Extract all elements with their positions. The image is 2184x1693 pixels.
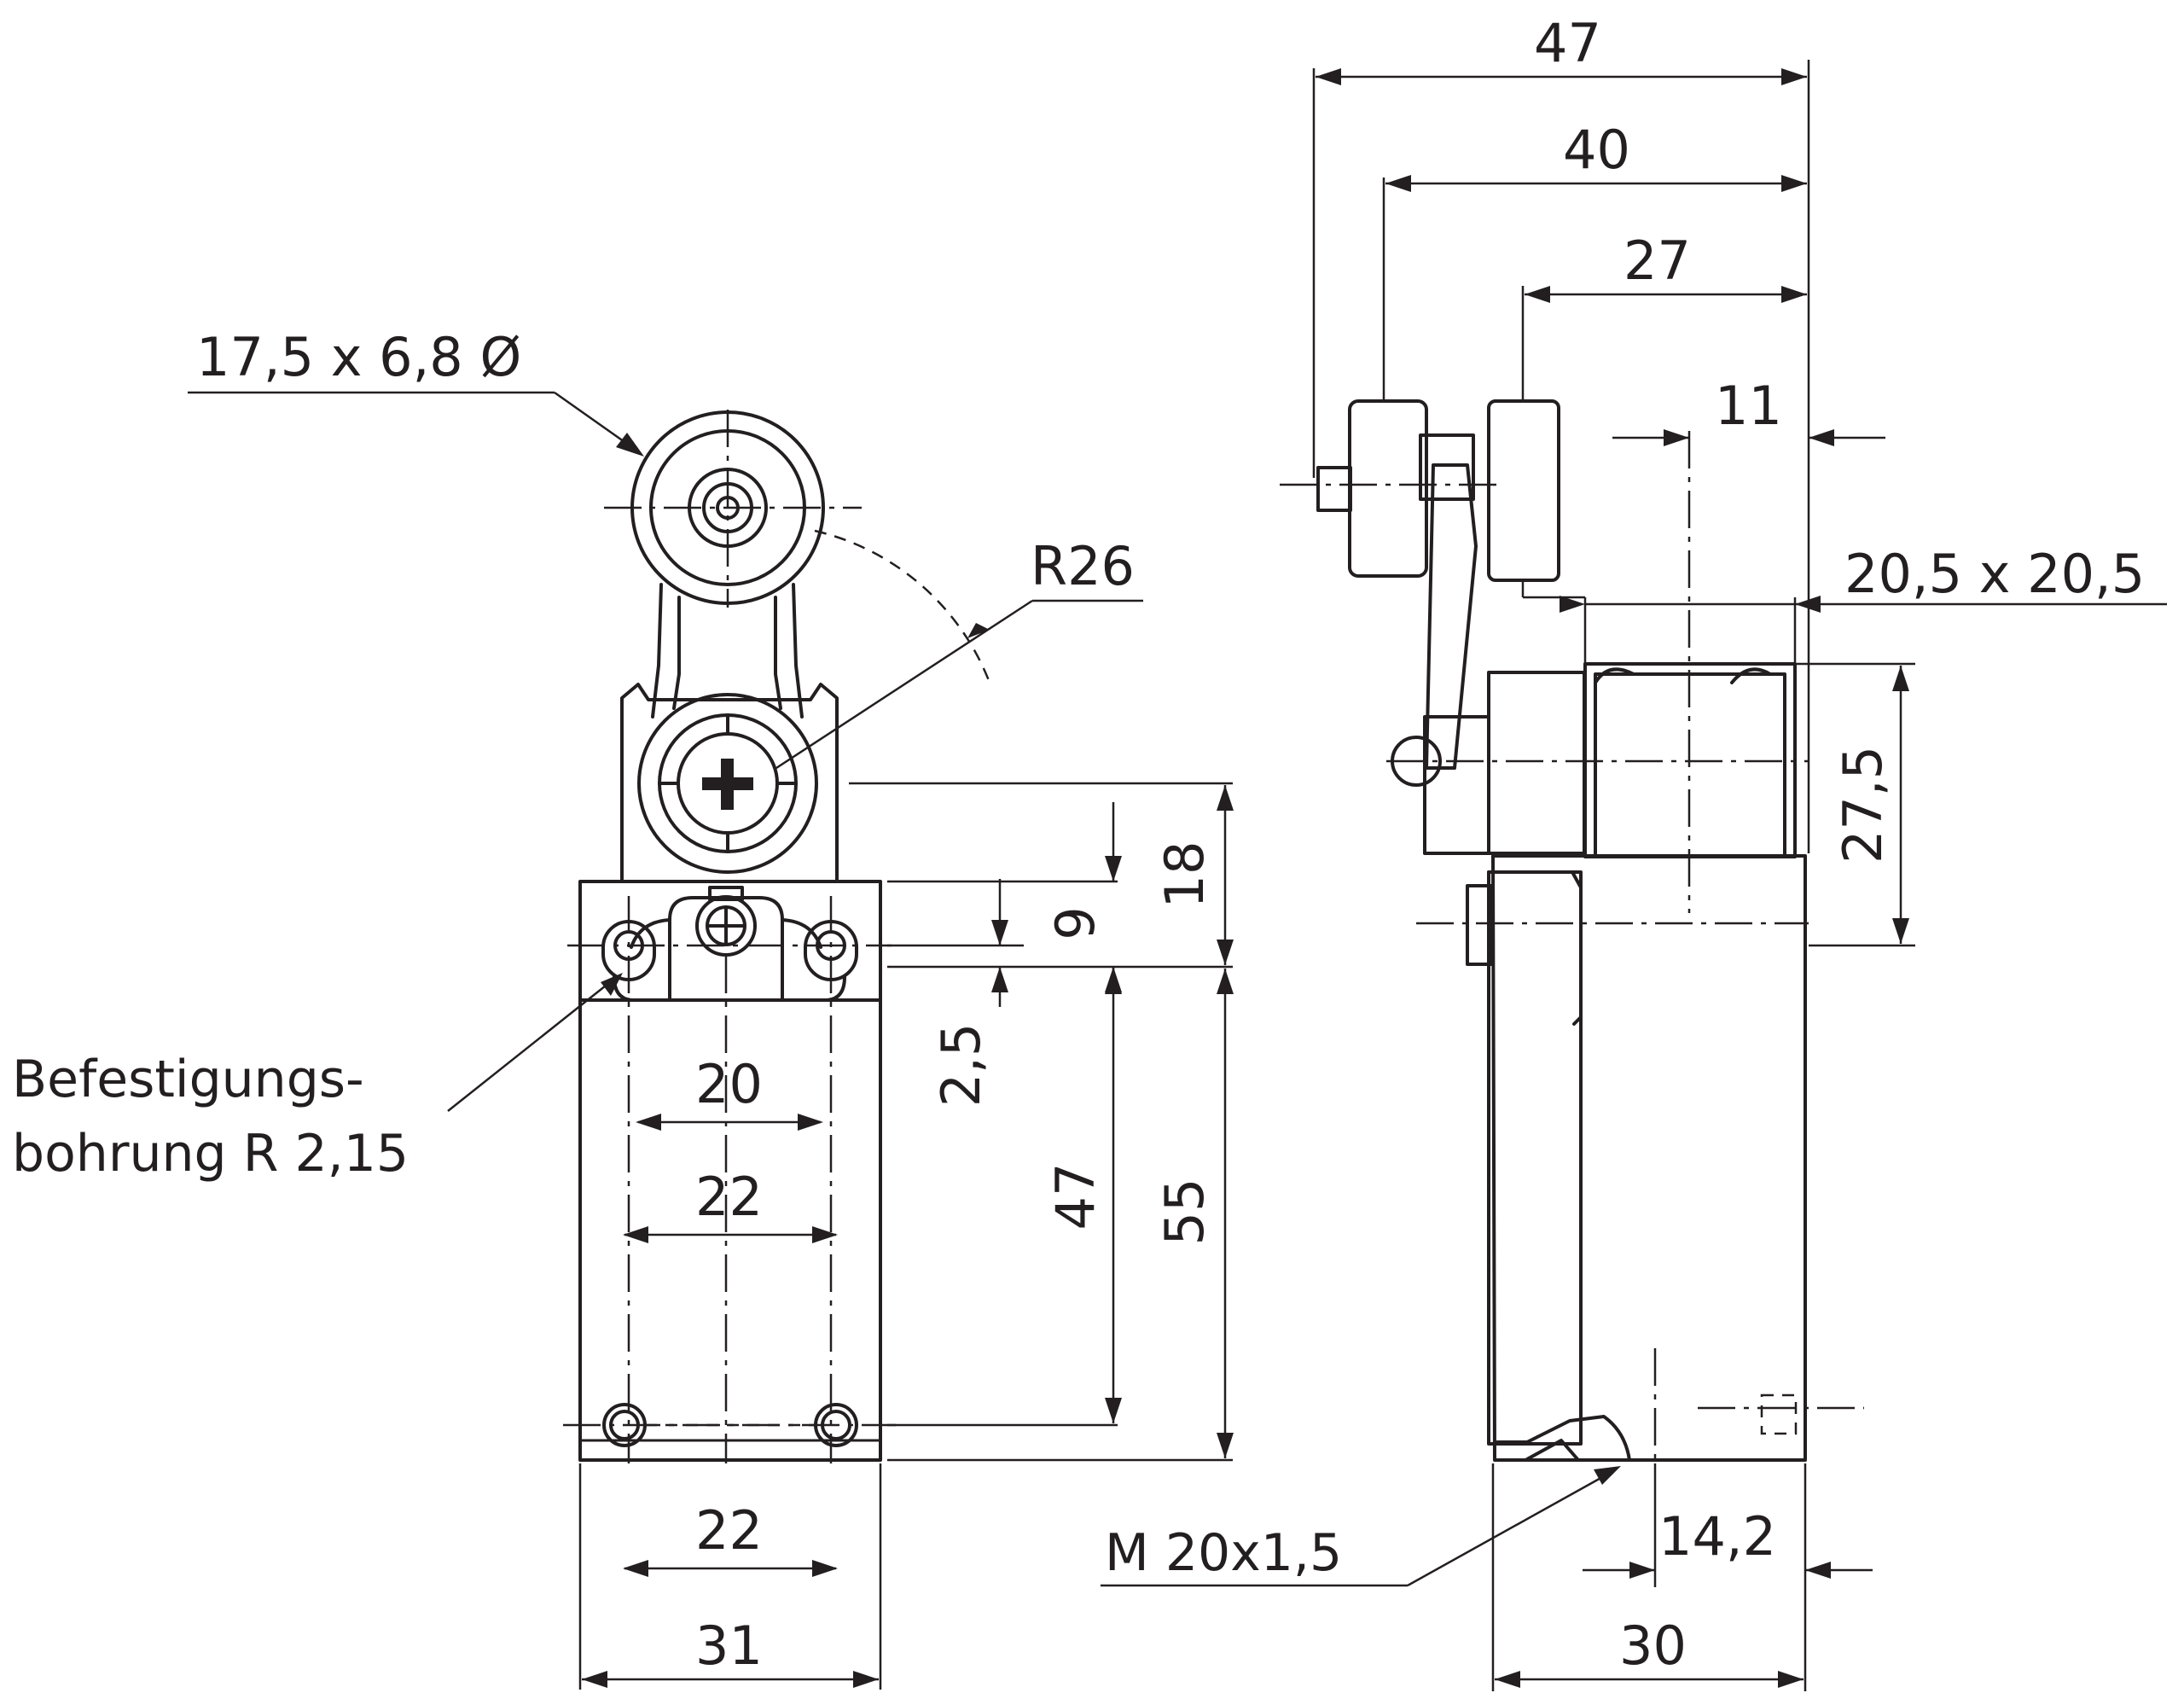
dim-lever-radius: R26	[1031, 535, 1135, 597]
dim-47-vertical: 47	[1044, 1163, 1107, 1230]
side-view	[1280, 399, 1864, 1463]
front-body-outline	[578, 880, 882, 1462]
dim-holes-20: 20	[695, 1053, 763, 1115]
front-head-screw	[695, 895, 757, 957]
dim-holes-22: 22	[695, 1166, 763, 1228]
dim-head-square: 20,5 x 20,5	[1844, 543, 2145, 605]
dim-side-width: 30	[1619, 1614, 1687, 1677]
dimensions: 17,5 x 6,8 Ø R26 Befestigungs- bohrung R…	[12, 12, 2167, 1691]
front-view	[563, 410, 991, 1463]
dim-2-5: 2,5	[930, 1023, 992, 1108]
side-lever	[1425, 463, 1478, 770]
dim-side-40: 40	[1563, 119, 1630, 181]
dim-side-14-2: 14,2	[1658, 1505, 1776, 1568]
side-roller	[1348, 399, 1428, 578]
actuator-head	[620, 683, 839, 883]
dim-side-11: 11	[1715, 375, 1782, 437]
dim-head-height: 27,5	[1832, 746, 1894, 864]
dim-roller-size: 17,5 x 6,8 Ø	[196, 326, 521, 388]
dim-9: 9	[1044, 906, 1107, 940]
lever-hub	[637, 693, 818, 874]
dim-front-width: 31	[695, 1614, 763, 1677]
dim-55: 55	[1153, 1178, 1216, 1246]
cable-gland	[1496, 1415, 1631, 1462]
dim-side-47: 47	[1534, 12, 1601, 74]
dim-side-27: 27	[1623, 230, 1691, 292]
label-mounting-hole-2: bohrung R 2,15	[12, 1124, 409, 1184]
dim-18: 18	[1153, 841, 1216, 909]
dim-bottom-22: 22	[695, 1499, 763, 1562]
lever-arm	[651, 583, 804, 719]
label-thread: M 20x1,5	[1105, 1523, 1342, 1583]
label-mounting-hole-1: Befestigungs-	[12, 1050, 364, 1109]
side-body-outline	[1491, 854, 1807, 1462]
